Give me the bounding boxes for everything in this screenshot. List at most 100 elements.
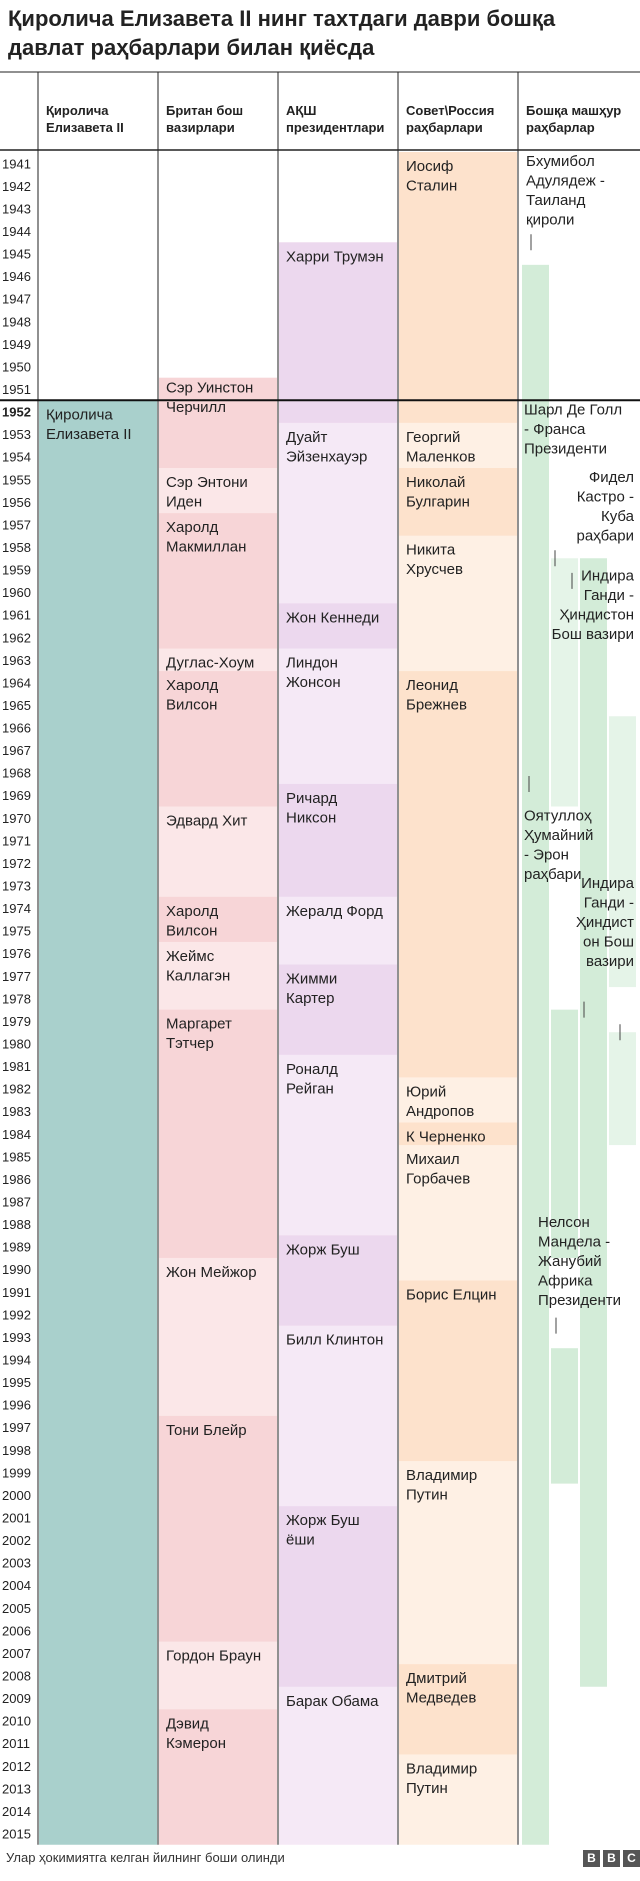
year-tick-label: 1978 <box>2 991 31 1006</box>
bbc-logo: B B C <box>583 1850 640 1867</box>
year-tick-label: 1959 <box>2 563 31 578</box>
year-tick-label: 1974 <box>2 901 31 916</box>
bar-us-1 <box>279 422 397 626</box>
year-tick-label: 1943 <box>2 201 31 216</box>
year-tick-label: 1977 <box>2 969 31 984</box>
year-tick-label: 1993 <box>2 1330 31 1345</box>
leader-label-uk: Жон Мейжор <box>166 1264 257 1281</box>
bar-ussr-0 <box>399 152 517 446</box>
bar-other-0 <box>522 264 549 1845</box>
year-tick-label: 1979 <box>2 1014 31 1029</box>
year-tick-label: 1941 <box>2 156 31 171</box>
year-tick-label: 1998 <box>2 1443 31 1458</box>
year-tick-label: 2006 <box>2 1623 31 1638</box>
year-tick-label: 1987 <box>2 1195 31 1210</box>
bar-ussr-7 <box>399 1145 517 1304</box>
year-tick-label: 2007 <box>2 1646 31 1661</box>
bar-uk-12 <box>159 1709 277 1845</box>
year-tick-label: 1988 <box>2 1217 31 1232</box>
year-tick-label: 1986 <box>2 1172 31 1187</box>
bar-us-11 <box>279 1686 397 1845</box>
bar-uk-8 <box>159 1009 277 1281</box>
bar-other-2 <box>580 558 607 1687</box>
year-tick-label: 1965 <box>2 698 31 713</box>
year-tick-label: 1962 <box>2 630 31 645</box>
year-tick-label: 1963 <box>2 653 31 668</box>
year-tick-label: 2009 <box>2 1691 31 1706</box>
bar-ussr-3 <box>399 535 517 694</box>
year-tick-label: 1968 <box>2 766 31 781</box>
year-tick-label: 1985 <box>2 1149 31 1164</box>
bar-other-1 <box>551 558 578 807</box>
year-tick-label: 2000 <box>2 1488 31 1503</box>
year-tick-label: 1995 <box>2 1375 31 1390</box>
bar-us-0 <box>279 242 397 446</box>
year-tick-label: 2003 <box>2 1556 31 1571</box>
year-tick-label: 1990 <box>2 1262 31 1277</box>
year-tick-label: 1994 <box>2 1352 31 1367</box>
year-tick-label: 2011 <box>2 1736 30 1751</box>
footer-note: Улар ҳокимиятга келган йилнинг боши олин… <box>6 1850 285 1865</box>
year-tick-label: 1981 <box>2 1059 31 1074</box>
bar-us-3 <box>279 648 397 807</box>
year-tick-label: 1989 <box>2 1240 31 1255</box>
bbc-logo-letter: C <box>623 1850 640 1867</box>
year-tick-label: 1949 <box>2 337 31 352</box>
year-tick-label: 1980 <box>2 1037 31 1052</box>
year-tick-label: 2013 <box>2 1781 31 1796</box>
leader-label-ussr: Борис Елцин <box>406 1287 497 1304</box>
year-tick-label: 1976 <box>2 946 31 961</box>
bar-other-5 <box>609 1032 636 1146</box>
bar-us-10 <box>279 1506 397 1710</box>
leader-label-uk: Тони Блейр <box>166 1422 247 1439</box>
year-tick-label: 1975 <box>2 924 31 939</box>
year-tick-label: 2001 <box>2 1510 31 1525</box>
year-tick-label: 1973 <box>2 879 31 894</box>
bar-uk-4 <box>159 671 277 830</box>
bar-other-4 <box>551 1009 578 1258</box>
year-tick-label: 1991 <box>2 1285 31 1300</box>
bar-uk-2 <box>159 513 277 672</box>
bar-ussr-11 <box>399 1754 517 1845</box>
leader-label-us: Жон Кеннеди <box>286 609 379 626</box>
year-tick-label: 1999 <box>2 1465 31 1480</box>
year-tick-label: 2004 <box>2 1578 31 1593</box>
year-tick-label: 1946 <box>2 269 31 284</box>
bar-other-3 <box>609 716 636 988</box>
bar-uk-9 <box>159 1257 277 1439</box>
bbc-logo-letter: B <box>603 1850 620 1867</box>
bbc-logo-letter: B <box>583 1850 600 1867</box>
year-tick-label: 1951 <box>2 382 31 397</box>
bar-us-7 <box>279 1054 397 1258</box>
year-tick-label: 1952 <box>2 405 31 420</box>
year-tick-label: 1964 <box>2 675 31 690</box>
year-tick-label: 1972 <box>2 856 31 871</box>
year-tick-label: 1953 <box>2 427 31 442</box>
leader-label-uk: Эдвард Хит <box>166 813 247 830</box>
bar-queen-0 <box>39 400 157 1845</box>
year-tick-label: 1966 <box>2 721 31 736</box>
